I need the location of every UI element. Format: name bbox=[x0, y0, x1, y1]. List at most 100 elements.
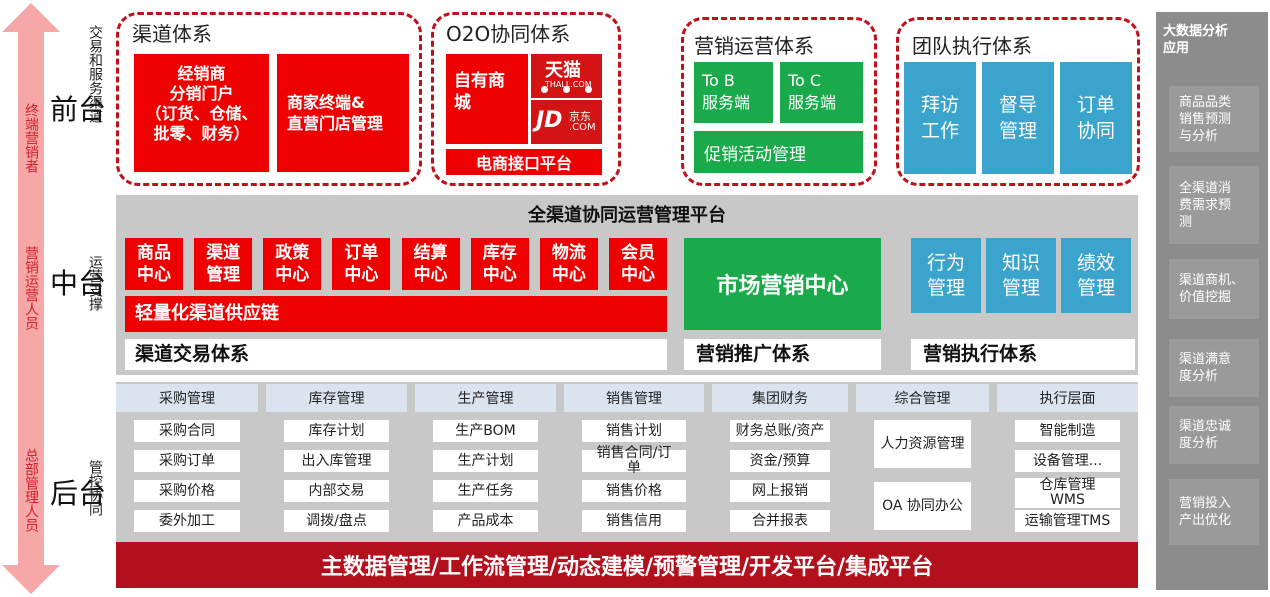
big-data-item: 商品品类 销售预测 与分析 bbox=[1169, 86, 1259, 152]
back-item: 运输管理TMS bbox=[1015, 510, 1120, 532]
middle-role-label: 营销运营人员 bbox=[23, 246, 39, 330]
big-data-item: 营销投入 产出优化 bbox=[1169, 479, 1259, 545]
back-item: 财务总账/资产 bbox=[730, 420, 830, 442]
team-execution-group bbox=[896, 17, 1140, 186]
back-item: 设备管理... bbox=[1015, 450, 1120, 472]
own-mall-box: 自有商 城 bbox=[446, 54, 528, 144]
back-item: 智能制造 bbox=[1015, 420, 1120, 442]
team-item-supervise: 督导 管理 bbox=[982, 62, 1054, 174]
tob-service-box: To B 服务端 bbox=[694, 62, 773, 123]
tier-back-desc: 管控协同 bbox=[87, 460, 103, 516]
tmall-logo-en: THALL.COM bbox=[545, 80, 592, 89]
promotion-management-box: 促销活动管理 bbox=[694, 131, 863, 173]
marketing-center-box: 市场营销中心 bbox=[684, 238, 881, 330]
back-item: 采购合同 bbox=[134, 420, 240, 442]
back-role-label: 总部管理人员 bbox=[23, 448, 39, 532]
big-data-panel-title: 大数据分析 应用 bbox=[1163, 24, 1229, 56]
o2o-system-title: O2O协同体系 bbox=[446, 22, 571, 46]
marketing-ops-group bbox=[681, 17, 877, 186]
omnichannel-platform-title: 全渠道协同运营管理平台 bbox=[528, 205, 726, 226]
big-data-item: 全渠道消 费需求预 测 bbox=[1169, 166, 1259, 244]
channel-trade-system: 渠道交易体系 bbox=[125, 339, 667, 370]
back-column-header: 销售管理 bbox=[564, 384, 704, 412]
exec-behavior-mgmt: 行为 管理 bbox=[911, 238, 981, 313]
team-item-visit: 拜访 工作 bbox=[904, 62, 976, 174]
exec-knowledge-mgmt: 知识 管理 bbox=[986, 238, 1056, 313]
back-column: 生产管理生产BOM 生产计划生产任务产品成本 bbox=[415, 384, 556, 540]
jd-logo-com: .COM bbox=[569, 122, 596, 133]
back-item: 销售计划 bbox=[582, 420, 686, 442]
back-column-header: 执行层面 bbox=[997, 384, 1138, 412]
tier-middle-name: 中台 bbox=[50, 267, 107, 300]
back-column: 采购管理采购合同采购订单采购价格委外加工 bbox=[116, 384, 258, 540]
back-office-columns: 采购管理采购合同采购订单采购价格委外加工库存管理库存计划出入库管理内部交易调拨/… bbox=[116, 384, 1138, 540]
back-column-header: 库存管理 bbox=[266, 384, 407, 412]
back-item: 内部交易 bbox=[284, 480, 389, 502]
back-column: 库存管理库存计划出入库管理内部交易调拨/盘点 bbox=[266, 384, 407, 540]
marketing-ops-title: 营销运营体系 bbox=[694, 34, 814, 58]
big-data-item: 渠道满意 度分析 bbox=[1169, 339, 1259, 397]
front-role-label: 终端营销者 bbox=[23, 103, 39, 173]
team-item-order: 订单 协同 bbox=[1060, 62, 1132, 174]
back-item: 销售合同/订 单 bbox=[582, 446, 686, 476]
back-item: 采购订单 bbox=[134, 450, 240, 472]
center-list: 商品 中心渠道 管理政策 中心订单 中心结算 中心库存 中心物流 中心会员 中心 bbox=[125, 238, 667, 290]
tier-front-name: 前台 bbox=[50, 93, 107, 126]
back-column-header: 采购管理 bbox=[116, 384, 258, 412]
center-box: 库存 中心 bbox=[470, 238, 529, 290]
back-item: 合并报表 bbox=[730, 510, 830, 532]
toc-service-box: To C 服务端 bbox=[780, 62, 863, 123]
back-column-header: 生产管理 bbox=[415, 384, 556, 412]
marketing-promotion-system: 营销推广体系 bbox=[684, 339, 881, 370]
back-column: 综合管理人力资源管理 OA 协同办公 bbox=[856, 384, 989, 540]
back-column: 销售管理销售计划销售合同/订 单销售价格销售信用 bbox=[564, 384, 704, 540]
o2o-system-group bbox=[431, 12, 621, 186]
big-data-items: 商品品类 销售预测 与分析全渠道消 费需求预 测渠道商机、 价值挖掘渠道满意 度… bbox=[1169, 86, 1259, 576]
back-column-header: 综合管理 bbox=[856, 384, 989, 412]
back-item: 销售信用 bbox=[582, 510, 686, 532]
merchant-store-box: 商家终端& 直营门店管理 bbox=[277, 54, 409, 172]
back-item: 采购价格 bbox=[134, 480, 240, 502]
back-item: 资金/预算 bbox=[730, 450, 830, 472]
back-item: 生产计划 bbox=[433, 450, 538, 472]
back-item: 生产任务 bbox=[433, 480, 538, 502]
back-item: OA 协同办公 bbox=[874, 482, 971, 530]
channel-system-title: 渠道体系 bbox=[132, 22, 212, 46]
big-data-item: 渠道商机、 价值挖掘 bbox=[1169, 259, 1259, 319]
ecommerce-interface-platform: 电商接口平台 bbox=[446, 149, 602, 175]
back-item: 库存计划 bbox=[284, 420, 389, 442]
back-item: 人力资源管理 bbox=[874, 420, 971, 468]
master-data-footer-bar: 主数据管理/工作流管理/动态建模/预警管理/开发平台/集成平台 bbox=[116, 542, 1138, 588]
center-box: 商品 中心 bbox=[125, 238, 183, 290]
center-box: 渠道 管理 bbox=[194, 238, 253, 290]
back-item: 生产BOM bbox=[433, 420, 538, 442]
vertical-double-arrow-icon bbox=[2, 3, 60, 594]
tier-middle-desc: 运营支撑 bbox=[87, 255, 103, 311]
big-data-item: 渠道忠诚 度分析 bbox=[1169, 406, 1259, 464]
jd-logo: JD 京东 .COM bbox=[531, 100, 602, 144]
tmall-logo-text: 天猫 bbox=[545, 60, 581, 81]
marketing-execution-system: 营销执行体系 bbox=[911, 339, 1135, 370]
tier-back-name: 后台 bbox=[50, 477, 107, 510]
distributor-portal-box: 经销商 分销门户 （订货、仓储、 批零、财务） bbox=[134, 54, 269, 172]
jd-logo-text: JD bbox=[536, 108, 563, 133]
center-box: 会员 中心 bbox=[608, 238, 667, 290]
back-column: 集团财务财务总账/资产资金/预算网上报销合并报表 bbox=[712, 384, 848, 540]
exec-performance-mgmt: 绩效 管理 bbox=[1061, 238, 1131, 313]
tier-front-desc: 交易和服务渠道 bbox=[87, 25, 103, 123]
back-item: 销售价格 bbox=[582, 480, 686, 502]
center-box: 政策 中心 bbox=[263, 238, 322, 290]
lightweight-supply-chain-bar: 轻量化渠道供应链 bbox=[125, 296, 667, 332]
channel-system-group bbox=[116, 12, 422, 186]
tmall-logo: 天猫 THALL.COM bbox=[531, 54, 602, 98]
back-item: 产品成本 bbox=[433, 510, 538, 532]
back-item: 出入库管理 bbox=[284, 450, 389, 472]
back-column-header: 集团财务 bbox=[712, 384, 848, 412]
back-item: 仓库管理 WMS bbox=[1015, 478, 1120, 508]
back-item: 委外加工 bbox=[134, 510, 240, 532]
center-box: 物流 中心 bbox=[539, 238, 598, 290]
center-box: 订单 中心 bbox=[332, 238, 391, 290]
team-execution-title: 团队执行体系 bbox=[912, 34, 1032, 58]
